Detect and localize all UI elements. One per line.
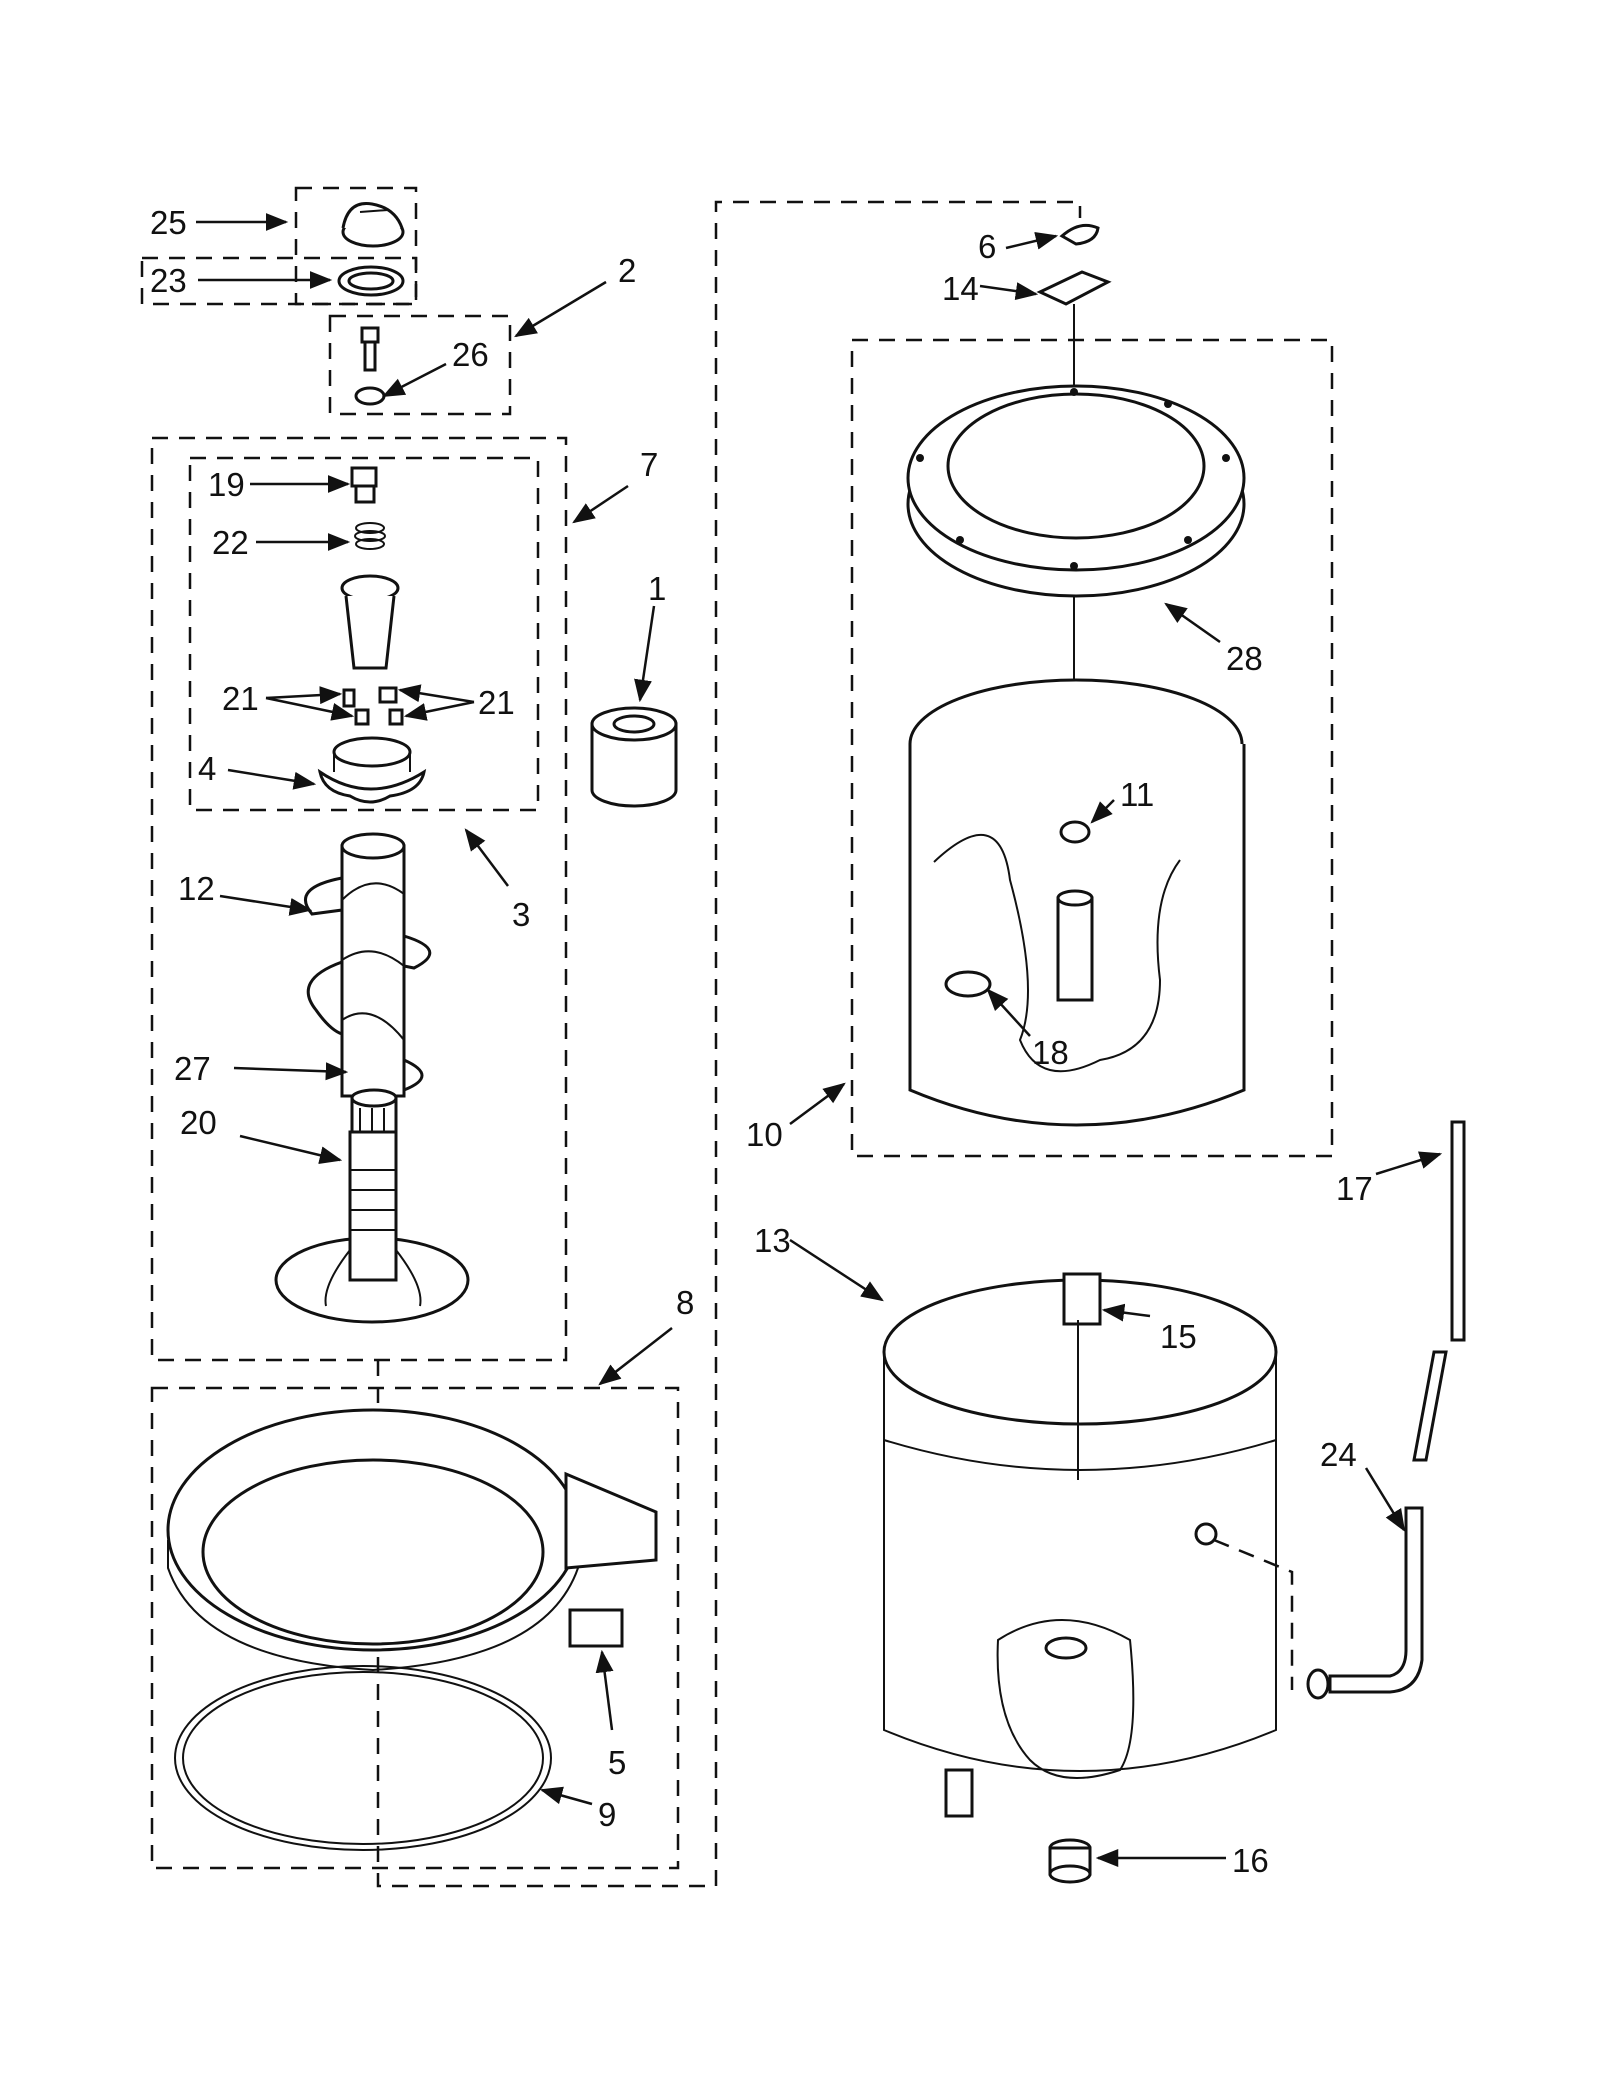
- leader-21c: [397, 684, 475, 704]
- leader-5: [595, 1649, 614, 1731]
- callout-24: 24: [1320, 1436, 1357, 1473]
- callout-9: 9: [598, 1796, 616, 1833]
- callout-16: 16: [1232, 1842, 1269, 1879]
- callout-20: 20: [180, 1104, 217, 1141]
- leader-9: [539, 1786, 593, 1806]
- leader-1: [634, 605, 656, 703]
- callout-17: 17: [1336, 1170, 1373, 1207]
- leader-10: [789, 1082, 846, 1126]
- leader-17: [1375, 1151, 1443, 1176]
- leader-8: [598, 1327, 673, 1386]
- part-25-cap: [341, 202, 405, 248]
- assembly-link-line: [376, 200, 1082, 1888]
- callout-13: 13: [754, 1222, 791, 1259]
- callout-3: 3: [512, 896, 530, 933]
- part-6-clip: [1059, 223, 1100, 246]
- callout-21-right: 21: [478, 684, 515, 721]
- callout-25: 25: [150, 204, 187, 241]
- group-box-8: [150, 1386, 680, 1870]
- leader-21b: [265, 696, 355, 721]
- callout-11: 11: [1120, 776, 1154, 813]
- part-22-spring: [354, 522, 386, 550]
- leader-20: [239, 1134, 343, 1165]
- group-box-26: [328, 314, 512, 416]
- part-17-hose: [1412, 1120, 1466, 1462]
- group-box-7: [150, 436, 568, 1362]
- callout-27: 27: [174, 1050, 211, 1087]
- callout-5: 5: [608, 1744, 626, 1781]
- part-16-drain-fitting: [1048, 1838, 1092, 1884]
- callout-1: 1: [648, 570, 666, 607]
- group-outlines: [140, 186, 1334, 1888]
- callout-6: 6: [978, 228, 996, 265]
- part-24-hose: [1213, 1506, 1424, 1700]
- part-4-cam: [317, 736, 427, 804]
- callout-2: 2: [618, 252, 636, 289]
- callout-15: 15: [1160, 1318, 1197, 1355]
- leader-28: [1164, 602, 1221, 644]
- part-21-dogs: [342, 686, 404, 726]
- part-8-tub-ring: [166, 1408, 658, 1672]
- part-14-bracket: [1036, 270, 1112, 306]
- leader-6: [1005, 231, 1059, 250]
- callout-4: 4: [198, 750, 216, 787]
- leader-14: [979, 282, 1039, 301]
- leader-11: [1090, 799, 1115, 824]
- leader-lines: [196, 213, 1443, 1867]
- group-box-3: [188, 456, 540, 812]
- callout-19: 19: [208, 466, 245, 503]
- part-10-basket: [908, 678, 1246, 1127]
- callout-21-left: 21: [222, 680, 259, 717]
- callout-8: 8: [676, 1284, 694, 1321]
- part-1-seal: [590, 706, 678, 808]
- part-20-agitator-base: [274, 1130, 470, 1324]
- callout-22: 22: [212, 524, 249, 561]
- group-box-23: [140, 256, 418, 306]
- leader-26: [382, 362, 447, 398]
- leader-15: [1101, 1303, 1151, 1322]
- part-28-balance-ring: [906, 384, 1246, 598]
- part-23-ring: [337, 265, 405, 297]
- part-26-bolt: [354, 326, 386, 406]
- leader-13: [789, 1238, 884, 1302]
- leader-18: [986, 988, 1031, 1037]
- callout-28: 28: [1226, 640, 1263, 677]
- leader-2: [514, 280, 607, 338]
- leader-21a: [265, 686, 343, 705]
- group-box-25: [294, 186, 418, 306]
- callout-12: 12: [178, 870, 215, 907]
- part-19-cap: [350, 466, 378, 504]
- leader-27: [233, 1062, 349, 1081]
- part-13-outer-tub: [882, 1272, 1278, 1818]
- part-12-auger: [304, 832, 432, 1098]
- callout-14: 14: [942, 270, 979, 307]
- part-9-gasket: [174, 1665, 552, 1851]
- callout-10: 10: [746, 1116, 783, 1153]
- callout-labels: 25 23 2 26 7 19 22 21 21 4 1 3 12 27 20 …: [150, 204, 1373, 1879]
- leader-4: [227, 768, 317, 790]
- part-cam-cylinder: [340, 574, 400, 670]
- callout-23: 23: [150, 262, 187, 299]
- leader-3: [464, 828, 509, 887]
- leader-24: [1364, 1467, 1406, 1532]
- leader-7: [572, 484, 629, 524]
- callout-18: 18: [1032, 1034, 1069, 1071]
- leader-21d: [403, 700, 475, 721]
- leader-12: [219, 894, 313, 916]
- callout-7: 7: [640, 446, 658, 483]
- callout-26: 26: [452, 336, 489, 373]
